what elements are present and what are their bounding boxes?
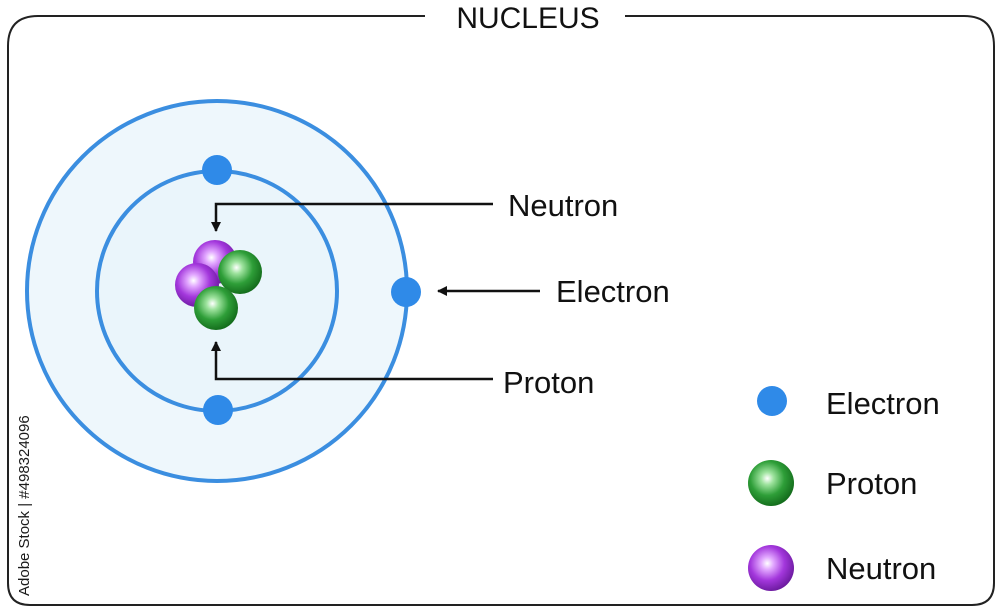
electron-top [202,155,232,185]
legend: Electron Proton Neutron [748,386,940,591]
legend-electron-label: Electron [826,386,940,421]
legend-proton-label: Proton [826,466,917,501]
electron-right [391,277,421,307]
page-title: NUCLEUS [456,2,599,35]
neutron-arrow [211,202,493,232]
proton-particle [218,250,262,294]
legend-neutron-label: Neutron [826,551,936,586]
stock-watermark: Adobe Stock | #498324096 [16,415,33,596]
neutron-callout-label: Neutron [508,188,618,223]
legend-proton-swatch [748,460,794,506]
proton-particle [194,286,238,330]
nucleus [175,240,262,330]
electron-bottom [203,395,233,425]
frame-border [7,15,995,606]
electron-callout-label: Electron [556,274,670,309]
proton-arrow [211,341,493,381]
legend-electron-swatch [757,386,787,416]
legend-neutron-swatch [748,545,794,591]
proton-callout-label: Proton [503,365,594,400]
